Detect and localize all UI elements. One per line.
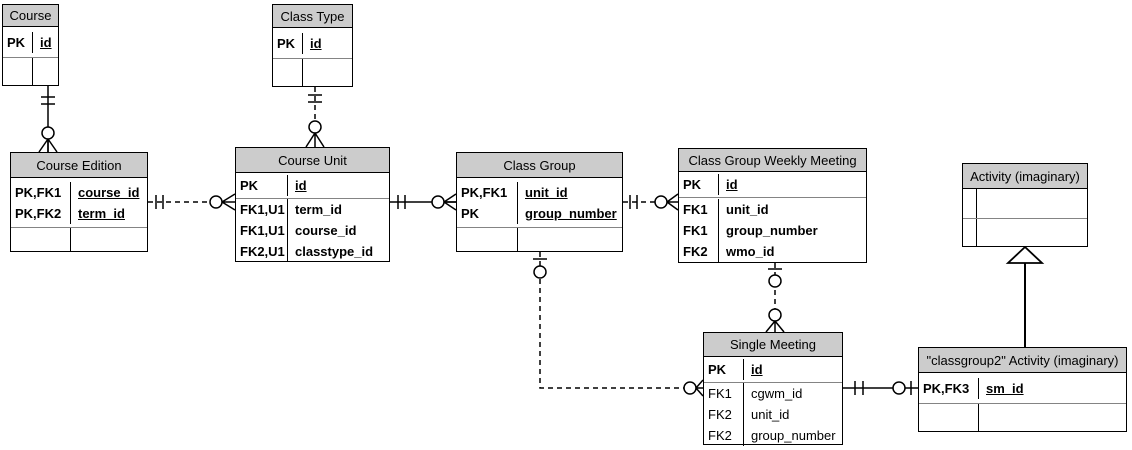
table-row: FK2 wmo_id — [679, 240, 866, 262]
key-cell: PK,FK1 — [457, 181, 518, 203]
table-row: FK1 group_number — [679, 219, 866, 241]
empty-row — [963, 189, 1087, 218]
key-cell: FK1,U1 — [236, 199, 288, 220]
field-cell: id — [310, 35, 322, 51]
table-row: PK id — [3, 31, 58, 53]
key-cell: PK — [236, 175, 288, 196]
key-cell: PK,FK1 — [11, 181, 71, 203]
key-cell: FK2 — [679, 240, 719, 262]
field-cell: term_id — [295, 202, 342, 217]
empty-row — [273, 59, 352, 86]
key-cell: FK2,U1 — [236, 241, 288, 262]
key-cell: PK — [704, 359, 744, 380]
table-row: PK group_number — [457, 202, 622, 224]
entity-class-type: Class Type PK id — [272, 4, 353, 87]
field-cell: id — [726, 177, 738, 192]
entity-class-group-weekly-meeting: Class Group Weekly Meeting PK id FK1 uni… — [678, 148, 867, 263]
field-cell: course_id — [295, 223, 357, 238]
key-cell: PK — [457, 202, 518, 224]
key-cell: PK — [273, 32, 303, 54]
field-cell: wmo_id — [726, 243, 775, 259]
field-cell: cgwm_id — [751, 386, 803, 401]
table-row: FK1,U1 term_id — [236, 199, 389, 220]
key-cell: PK — [679, 174, 719, 195]
key-cell: FK1 — [679, 198, 719, 220]
key-cell: FK1 — [704, 383, 744, 404]
field-cell: sm_id — [986, 380, 1024, 396]
entity-title: Class Group — [457, 153, 622, 178]
relationship-courseunit-classgroup — [390, 193, 457, 211]
entity-title: "classgroup2" Activity (imaginary) — [919, 348, 1126, 373]
table-row: PK,FK2 term_id — [11, 202, 147, 224]
table-row: PK id — [236, 175, 389, 196]
relationship-classgroup-singlemeeting — [533, 252, 704, 397]
field-cell: group_number — [751, 428, 836, 443]
empty-row — [3, 58, 58, 85]
empty-row — [457, 228, 622, 251]
relationship-cgwm-singlemeeting — [765, 263, 785, 333]
entity-class-group: Class Group PK,FK1 unit_id PK group_numb… — [456, 152, 623, 252]
entity-course: Course PK id — [2, 4, 59, 86]
field-cell: classtype_id — [295, 244, 374, 259]
inheritance-classgroup2-activity — [1005, 245, 1045, 347]
field-cell: unit_id — [525, 184, 568, 200]
table-row: PK id — [704, 359, 842, 380]
key-cell: PK,FK3 — [919, 377, 979, 399]
relationship-courseedition-courseunit — [148, 193, 236, 211]
empty-row — [963, 219, 1087, 246]
entity-course-unit: Course Unit PK id FK1,U1 term_id FK1,U1 … — [235, 147, 390, 262]
field-cell: course_id — [78, 184, 140, 200]
empty-row — [11, 228, 147, 251]
entity-title: Course — [3, 5, 58, 27]
table-row: PK id — [273, 32, 352, 54]
field-cell: id — [295, 178, 307, 193]
field-cell: unit_id — [751, 407, 790, 422]
table-row: PK,FK3 sm_id — [919, 377, 1126, 399]
table-row: FK2,U1 classtype_id — [236, 241, 389, 262]
empty-row — [919, 404, 1126, 431]
entity-single-meeting: Single Meeting PK id FK1 cgwm_id FK2 uni… — [703, 332, 843, 446]
entity-title: Class Type — [273, 5, 352, 28]
key-cell: FK1,U1 — [236, 220, 288, 241]
field-cell: id — [751, 362, 763, 377]
entity-title: Single Meeting — [704, 333, 842, 357]
key-cell: FK2 — [704, 425, 744, 446]
key-cell: FK2 — [704, 404, 744, 425]
table-row: PK,FK1 course_id — [11, 181, 147, 203]
table-row: FK1 cgwm_id — [704, 383, 842, 404]
entity-classgroup2-activity: "classgroup2" Activity (imaginary) PK,FK… — [918, 347, 1127, 432]
table-row: FK1 unit_id — [679, 198, 866, 220]
table-row: FK2 unit_id — [704, 404, 842, 425]
table-row: FK1,U1 course_id — [236, 220, 389, 241]
relationship-classtype-courseunit — [305, 87, 325, 148]
field-cell: unit_id — [726, 201, 769, 217]
entity-title: Activity (imaginary) — [963, 164, 1087, 189]
relationship-course-course-edition — [38, 86, 58, 153]
field-cell: group_number — [525, 205, 617, 221]
table-row: PK id — [679, 174, 866, 195]
entity-course-edition: Course Edition PK,FK1 course_id PK,FK2 t… — [10, 152, 148, 252]
entity-title: Course Edition — [11, 153, 147, 178]
relationship-singlemeeting-classgroup2 — [843, 381, 918, 395]
entity-activity: Activity (imaginary) — [962, 163, 1088, 247]
key-cell: PK — [3, 31, 33, 53]
key-cell: PK,FK2 — [11, 202, 71, 224]
field-cell: term_id — [78, 205, 125, 221]
key-cell: FK1 — [679, 219, 719, 241]
table-row: PK,FK1 unit_id — [457, 181, 622, 203]
entity-title: Course Unit — [236, 148, 389, 173]
relationship-classgroup-cgwm — [623, 193, 679, 211]
field-cell: id — [40, 34, 52, 50]
table-row: FK2 group_number — [704, 425, 842, 446]
field-cell: group_number — [726, 222, 818, 238]
entity-title: Class Group Weekly Meeting — [679, 149, 866, 172]
